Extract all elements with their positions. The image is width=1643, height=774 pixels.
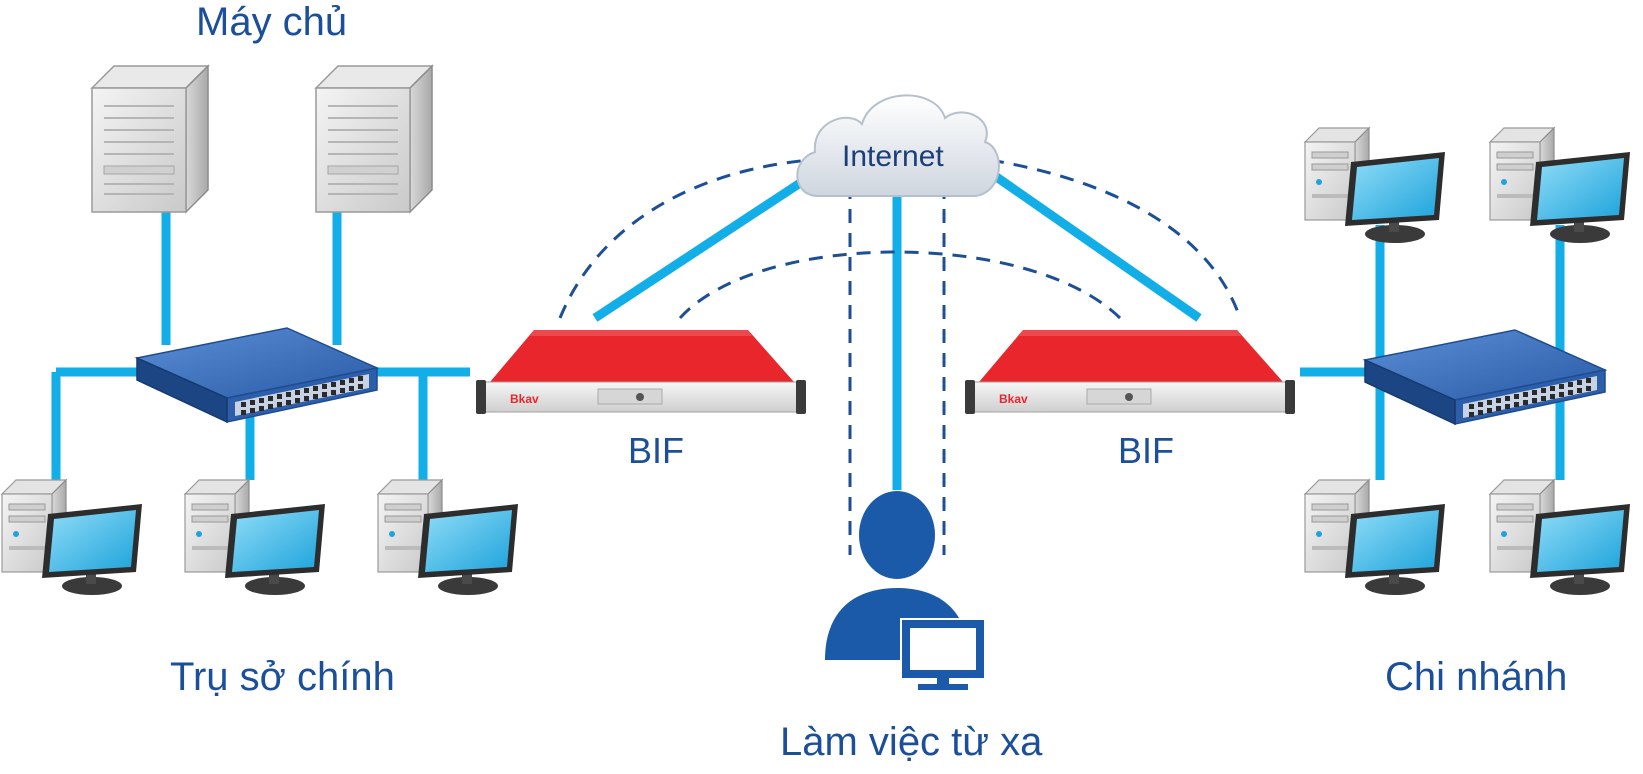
desktop-computer-icon [1489, 479, 1631, 596]
firewall-appliance-icon [964, 329, 1296, 415]
desktop-computer-icon [184, 479, 326, 596]
firewall-left-label: BIF [628, 430, 685, 471]
internet-label: Internet [842, 140, 944, 173]
network-switch-icon [1364, 329, 1606, 425]
desktop-computer-icon [377, 479, 519, 596]
link-fw-right-internet [972, 158, 1202, 322]
link-fw-left-internet [592, 158, 835, 322]
remote-work-label: Làm việc từ xa [780, 720, 1043, 764]
servers-label: Máy chủ [196, 0, 348, 44]
branch-label: Chi nhánh [1385, 655, 1568, 699]
vpn-tunnel-site-to-site [678, 250, 1122, 320]
server-tower-icon [315, 65, 433, 213]
desktop-computer-icon [1304, 479, 1446, 596]
desktop-computer-icon [1, 479, 143, 596]
headquarters-label: Trụ sở chính [170, 655, 395, 699]
server-tower-icon [91, 65, 209, 213]
cloud-icon [796, 94, 1000, 197]
vpn-tunnel-right-internet [989, 158, 1242, 319]
firewall-right-label: BIF [1118, 430, 1175, 471]
firewall-appliance-icon [475, 329, 807, 415]
person-with-monitor-icon [825, 491, 986, 690]
desktop-computer-icon [1304, 127, 1446, 244]
vpn-tunnel-left-internet [558, 158, 811, 319]
